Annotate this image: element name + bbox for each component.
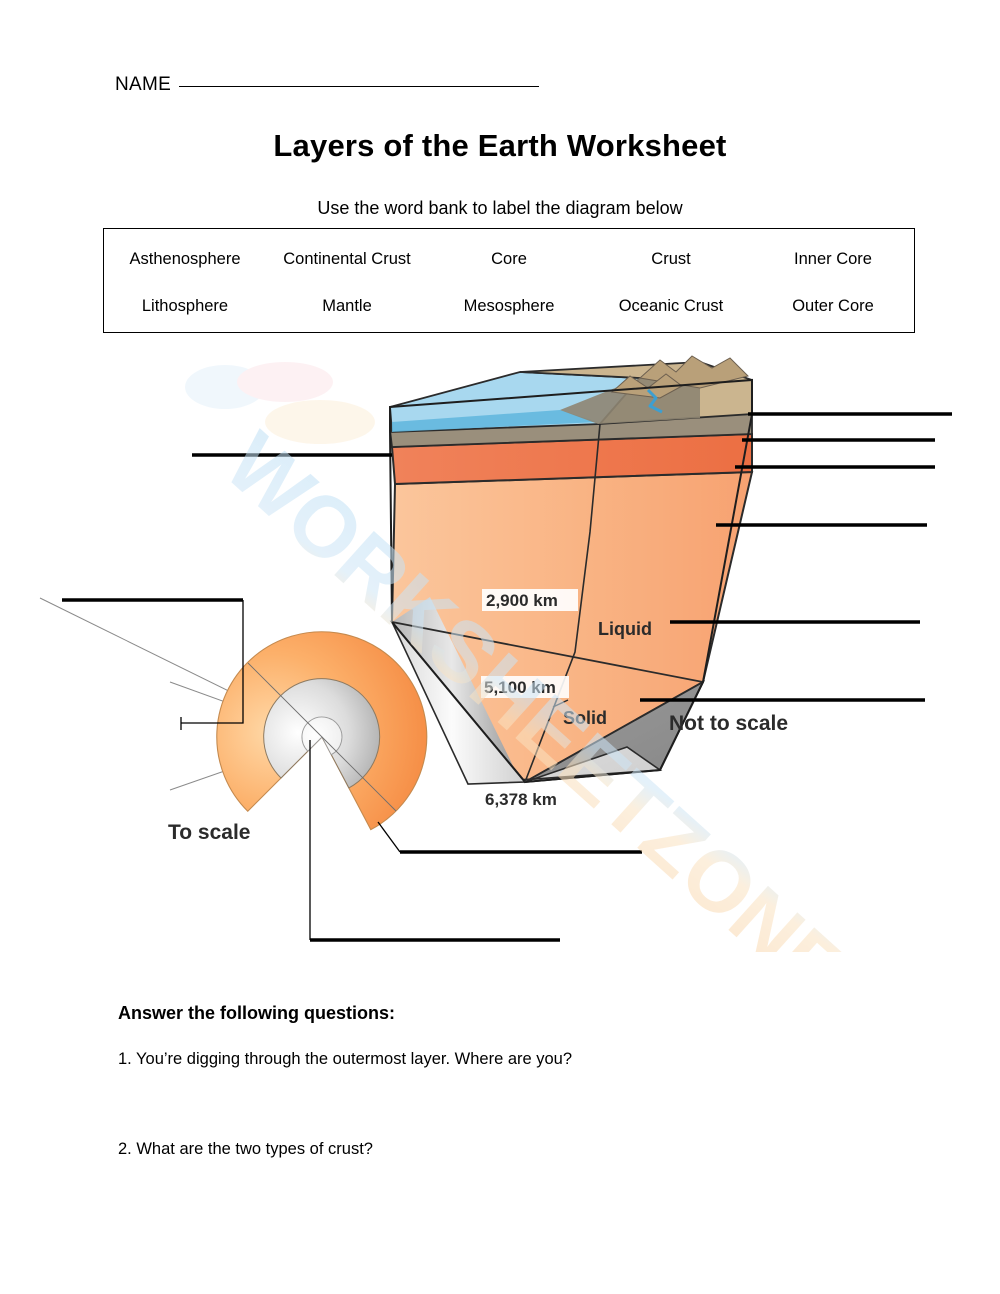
earth-layers-diagram: WORKSHEETZONE: [0, 352, 1000, 972]
word-bank-term: Core: [491, 250, 527, 268]
mountain-ranges: [610, 355, 749, 399]
not-to-scale-wedge: [388, 355, 754, 785]
diagram-artwork: 2,900 km 5,100 km 6,378 km Liquid Solid …: [39, 355, 952, 942]
question-2: 2. What are the two types of crust?: [118, 1140, 373, 1158]
word-bank-term: Outer Core: [792, 297, 874, 315]
word-bank-term: Oceanic Crust: [618, 297, 724, 315]
name-label: NAME: [115, 74, 172, 95]
instruction-text: Use the word bank to label the diagram b…: [317, 198, 683, 218]
question-1: 1. You’re digging through the outermost …: [118, 1050, 573, 1068]
word-bank-term: Mesosphere: [463, 297, 555, 315]
word-bank-term: Inner Core: [794, 250, 872, 268]
word-bank-row-1: Asthenosphere Continental Crust Core Cru…: [104, 236, 914, 283]
name-blank-line[interactable]: [179, 86, 540, 87]
word-bank-term: Asthenosphere: [129, 250, 241, 268]
depth-label-2900: 2,900 km: [486, 591, 558, 610]
river: [646, 388, 663, 414]
wedge-seam: [524, 423, 601, 783]
word-bank-term: Mantle: [322, 297, 372, 315]
word-bank-term: Lithosphere: [141, 297, 229, 315]
answers-heading: Answer the following questions:: [118, 1003, 396, 1023]
state-label-solid: Solid: [563, 708, 607, 728]
to-scale-note: To scale: [168, 821, 250, 844]
word-bank-term: Continental Crust: [283, 250, 411, 268]
state-label-liquid: Liquid: [598, 619, 652, 639]
depth-label-5100: 5,100 km: [484, 678, 556, 697]
word-bank-term: Crust: [651, 250, 691, 268]
name-field-row: NAME: [115, 74, 540, 96]
blank-label-lines[interactable]: [62, 412, 952, 942]
wedge-outline: [389, 378, 753, 784]
page-title: Layers of the Earth Worksheet: [273, 128, 727, 163]
ocean-deep: [392, 410, 598, 432]
depth-label-6378: 6,378 km: [485, 790, 557, 809]
wedge-outer-core-cut: [392, 597, 525, 782]
word-bank-row-2: Lithosphere Mantle Mesosphere Oceanic Cr…: [104, 283, 914, 330]
diagram-labels: 2,900 km 5,100 km 6,378 km Liquid Solid …: [168, 589, 788, 844]
not-to-scale-note: Not to scale: [669, 712, 788, 735]
to-scale-earth-sphere: [216, 631, 428, 831]
blank-line-leaders: [180, 600, 401, 940]
depth-ticks: [552, 699, 569, 708]
word-bank: Asthenosphere Continental Crust Core Cru…: [103, 228, 915, 333]
